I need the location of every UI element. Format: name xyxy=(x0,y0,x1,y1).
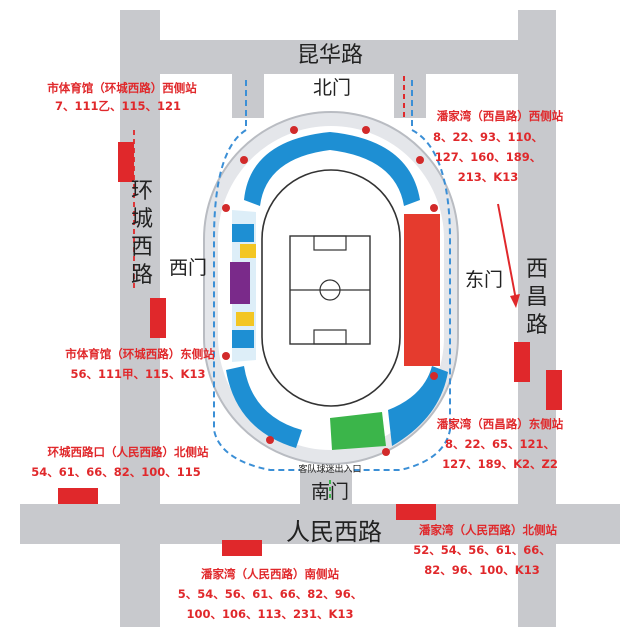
road-label-west: 环 城 西 路 xyxy=(131,179,153,288)
stop-lines: 8、22、65、121、 xyxy=(445,437,555,451)
road-label-west-char-1: 环 xyxy=(131,179,153,204)
road-label-east: 西 昌 路 xyxy=(526,257,548,338)
gate-label-north: 北门 xyxy=(313,77,351,99)
gate-dot xyxy=(382,448,390,456)
stop-lines: 7、111乙、115、121 xyxy=(55,99,181,113)
gate-dot xyxy=(430,372,438,380)
bus-stop-marker xyxy=(118,142,134,182)
southeast-stand-blue xyxy=(388,366,448,446)
pitch-north-box xyxy=(313,235,347,251)
stop-lines: 100、106、113、231、K13 xyxy=(187,607,354,621)
road-label-north: 昆华路 xyxy=(297,43,363,68)
gate-dot xyxy=(362,126,370,134)
gate-label-east: 东门 xyxy=(465,269,503,291)
walking-routes xyxy=(133,76,520,500)
gate-dot xyxy=(290,126,298,134)
southwest-stand-blue xyxy=(226,366,302,448)
road-label-east-char-2: 昌 xyxy=(526,285,548,310)
stop-lines: 8、22、93、110、 xyxy=(433,130,543,144)
stop-title: 潘家湾（西昌路）东侧站 xyxy=(437,417,564,431)
pitch-south-box xyxy=(313,329,347,345)
gate-dot xyxy=(222,204,230,212)
away-fans-entrance-label: 客队球迷出入口 xyxy=(298,463,361,475)
stop-label-ticg-e: 市体育馆（环城西路）东侧站 56、111甲、115、K13 xyxy=(65,347,215,381)
west-stand-block-2 xyxy=(232,330,254,348)
west-stand-block-1 xyxy=(232,224,254,242)
gate-dot xyxy=(240,156,248,164)
stadium xyxy=(203,111,459,465)
route-east-blue xyxy=(352,80,451,471)
stop-title: 潘家湾（人民西路）北侧站 xyxy=(419,523,557,537)
bus-stop-markers xyxy=(58,142,562,556)
east-stand-red xyxy=(404,214,440,366)
stop-lines: 52、54、56、61、66、 xyxy=(413,543,551,557)
stop-label-hcxlk-n: 环城西路口（人民西路）北侧站 54、61、66、82、100、115 xyxy=(31,445,209,479)
gate-dot xyxy=(416,156,424,164)
bus-stop-marker xyxy=(514,342,530,382)
gate-markers xyxy=(222,126,438,456)
bus-stop-marker xyxy=(58,488,98,504)
gate-label-south: 南门 xyxy=(311,481,349,503)
stop-lines: 213、K13 xyxy=(458,170,518,184)
gate-dot xyxy=(222,352,230,360)
east-arrow-head xyxy=(510,294,520,308)
road-south-spur xyxy=(300,470,352,504)
stop-lines: 127、189、K2、Z2 xyxy=(442,457,558,471)
bus-stop-marker xyxy=(396,504,436,520)
east-arrow-line xyxy=(497,203,517,301)
gate-dot xyxy=(430,204,438,212)
road-label-west-char-4: 路 xyxy=(131,263,153,288)
bus-stop-marker xyxy=(546,370,562,410)
route-west-blue xyxy=(213,80,300,471)
road-north-spur-right xyxy=(394,74,426,118)
west-stand-block-yellow-2 xyxy=(236,312,254,326)
stop-label-ticg-w: 市体育馆（环城西路）西侧站 7、111乙、115、121 xyxy=(47,81,197,113)
stop-lines: 82、96、100、K13 xyxy=(424,563,539,577)
stop-label-pjw-xc-w: 潘家湾（西昌路）西侧站 8、22、93、110、 127、160、189、 21… xyxy=(433,109,564,184)
stands xyxy=(226,132,448,450)
stop-lines: 54、61、66、82、100、115 xyxy=(31,465,201,479)
stop-title: 市体育馆（环城西路）东侧站 xyxy=(65,347,215,361)
north-stand-blue xyxy=(244,132,420,206)
pitch-center-circle xyxy=(319,279,341,301)
west-stand-block-purple xyxy=(230,262,250,304)
stop-label-pjw-rm-n: 潘家湾（人民西路）北侧站 52、54、56、61、66、 82、96、100、K… xyxy=(413,523,557,577)
west-stand-block-yellow-1 xyxy=(240,244,256,258)
road-label-west-char-2: 城 xyxy=(131,207,153,232)
bus-stop-marker xyxy=(150,298,166,338)
stop-label-pjw-xc-e: 潘家湾（西昌路）东侧站 8、22、65、121、 127、189、K2、Z2 xyxy=(437,417,564,471)
stop-lines: 127、160、189、 xyxy=(435,150,542,164)
stop-title: 潘家湾（人民西路）南侧站 xyxy=(201,567,339,581)
road-south-horizontal xyxy=(20,504,620,544)
bus-stop-marker xyxy=(222,540,262,556)
road-label-west-char-3: 西 xyxy=(131,235,153,260)
stop-lines: 56、111甲、115、K13 xyxy=(71,367,206,381)
road-north-horizontal xyxy=(160,40,518,74)
road-label-east-char-1: 西 xyxy=(526,257,548,282)
road-network xyxy=(20,10,620,627)
south-stand-green xyxy=(330,412,386,450)
stop-label-pjw-rm-s: 潘家湾（人民西路）南侧站 5、54、56、61、66、82、96、 100、10… xyxy=(178,567,363,621)
road-label-east-char-3: 路 xyxy=(526,313,548,338)
stop-title: 市体育馆（环城西路）西侧站 xyxy=(47,81,197,95)
stop-lines: 5、54、56、61、66、82、96、 xyxy=(178,587,363,601)
road-label-south: 人民西路 xyxy=(286,518,382,546)
road-north-spur-left xyxy=(232,74,264,118)
gate-label-west: 西门 xyxy=(169,257,207,279)
gate-dot xyxy=(266,436,274,444)
stop-title: 环城西路口（人民西路）北侧站 xyxy=(48,445,209,459)
stop-title: 潘家湾（西昌路）西侧站 xyxy=(437,109,564,123)
